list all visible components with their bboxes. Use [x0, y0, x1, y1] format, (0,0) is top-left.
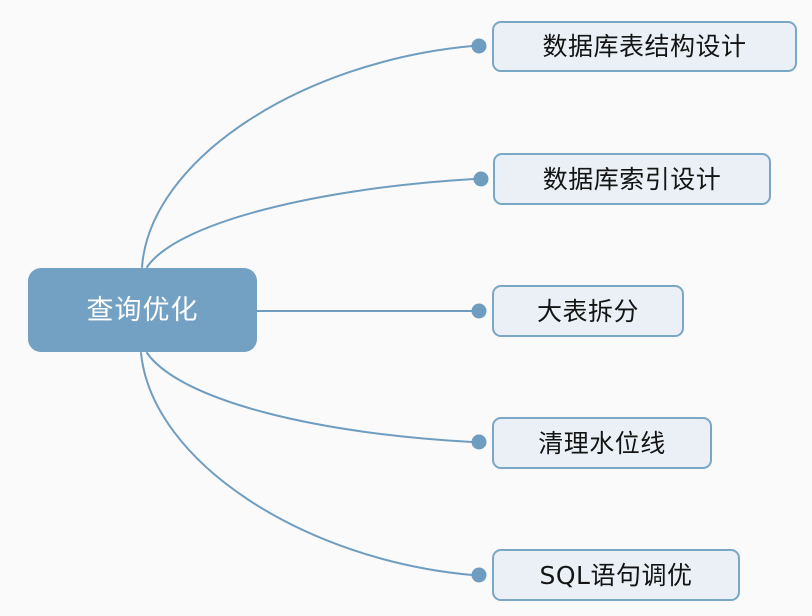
child-node-label: 大表拆分	[536, 296, 639, 326]
root-node-query-optimization[interactable]: 查询优化	[28, 268, 257, 352]
root-node-label: 查询优化	[86, 294, 199, 326]
child-node-index-design[interactable]: 数据库索引设计	[493, 153, 771, 205]
connector-dot-3	[471, 303, 487, 319]
connector-dot-4	[471, 434, 487, 450]
connector-curve-1	[141, 45, 473, 268]
connector-curve-2	[146, 178, 475, 268]
child-node-label: 数据库表结构设计	[542, 32, 747, 61]
child-node-sql-tuning[interactable]: SQL语句调优	[492, 549, 740, 601]
child-node-label: 数据库索引设计	[542, 164, 722, 194]
child-node-label: SQL语句调优	[539, 560, 693, 590]
connector-dot-1	[471, 38, 487, 54]
connector-dot-2	[473, 171, 489, 187]
connector-curve-5	[140, 352, 473, 576]
child-node-label: 清理水位线	[538, 428, 666, 458]
child-node-large-table-split[interactable]: 大表拆分	[492, 285, 684, 337]
child-node-table-schema-design[interactable]: 数据库表结构设计	[492, 21, 797, 72]
connector-dot-5	[471, 567, 487, 583]
child-node-cleanup-watermark[interactable]: 清理水位线	[492, 417, 712, 469]
connector-curve-4	[146, 352, 473, 443]
